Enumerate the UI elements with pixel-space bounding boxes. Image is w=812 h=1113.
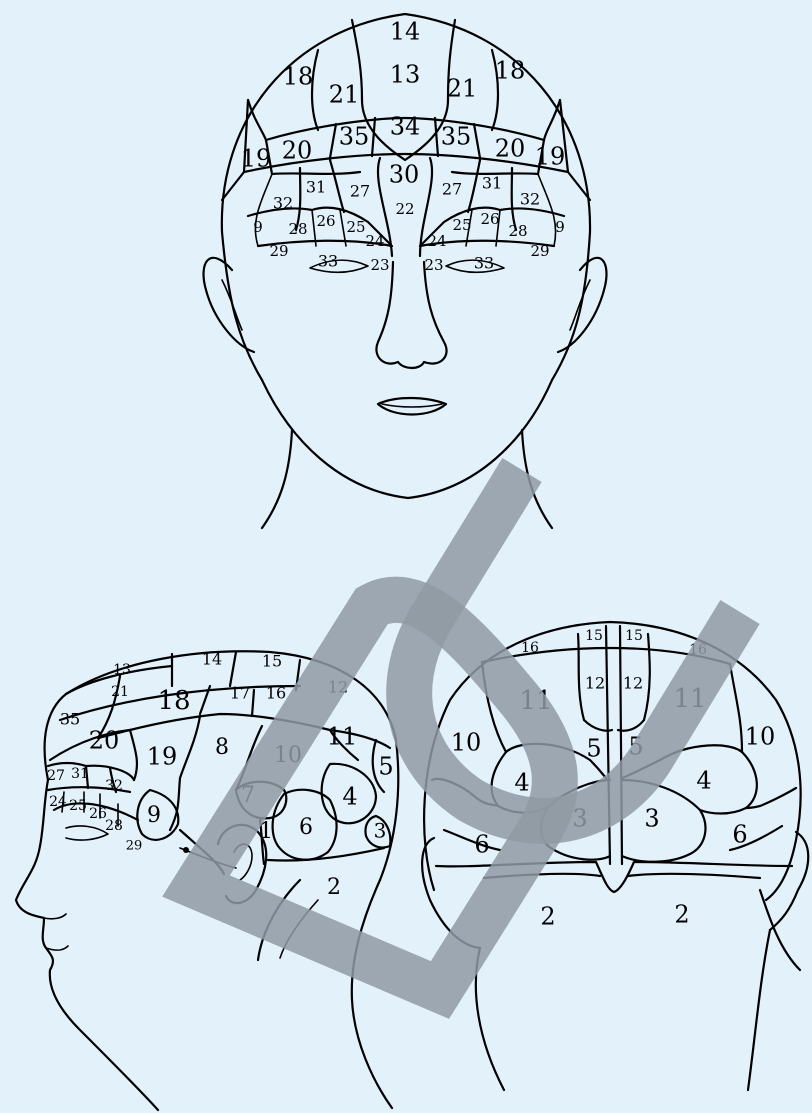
back-label-10: 10 <box>745 723 776 751</box>
front-label-4: 18 <box>495 57 526 85</box>
front-label-35: 33 <box>474 254 494 273</box>
front-label-28: 28 <box>508 222 527 240</box>
side-label-6: 17 <box>230 684 250 703</box>
watermark-text: DU <box>0 0 2 1</box>
front-label-21: 22 <box>395 200 414 218</box>
side-label-25: 9 <box>147 803 161 828</box>
side-label-30: 2 <box>327 875 341 900</box>
side-label-24: 28 <box>105 818 123 834</box>
front-label-5: 21 <box>329 81 360 109</box>
back-label-16: 3 <box>644 805 659 833</box>
side-face-profile <box>16 780 158 1110</box>
back-label-6: 12 <box>623 674 643 693</box>
front-label-23: 28 <box>288 220 307 238</box>
front-label-29: 9 <box>555 218 565 236</box>
front-left-ear <box>204 258 254 352</box>
front-label-33: 29 <box>530 242 549 260</box>
front-face-outline <box>222 232 590 498</box>
front-label-10: 19 <box>241 145 272 173</box>
front-label-30: 24 <box>365 232 384 250</box>
side-label-9: 35 <box>60 710 80 729</box>
side-label-29: 29 <box>126 839 143 854</box>
side-label-18: 32 <box>105 778 123 794</box>
front-label-7: 34 <box>390 113 421 141</box>
side-label-12: 8 <box>215 735 229 760</box>
front-label-32: 29 <box>269 242 288 260</box>
side-label-14: 11 <box>327 723 358 751</box>
front-label-18: 31 <box>482 174 502 193</box>
side-label-16: 27 <box>47 768 65 784</box>
front-label-22: 9 <box>253 218 263 236</box>
front-label-9: 35 <box>441 123 472 151</box>
side-label-21: 24 <box>49 794 67 810</box>
back-label-5: 12 <box>585 674 605 693</box>
back-label-11: 5 <box>586 735 601 763</box>
front-label-19: 32 <box>273 194 293 213</box>
front-label-1: 14 <box>390 18 421 46</box>
back-label-14: 4 <box>696 767 711 795</box>
front-label-12: 20 <box>495 135 526 163</box>
back-label-13: 4 <box>514 769 529 797</box>
side-label-27: 6 <box>299 815 313 840</box>
front-label-34: 33 <box>318 252 338 271</box>
side-label-17: 31 <box>71 766 89 782</box>
back-label-9: 10 <box>451 729 482 757</box>
back-label-2: 15 <box>585 628 603 644</box>
side-label-11: 19 <box>147 743 178 771</box>
back-label-17: 6 <box>474 831 489 859</box>
front-label-16: 27 <box>350 182 370 201</box>
front-label-8: 35 <box>339 123 370 151</box>
front-label-37: 23 <box>424 256 443 274</box>
front-label-36: 23 <box>370 256 389 274</box>
side-label-1: 13 <box>113 662 131 678</box>
front-label-17: 27 <box>442 180 462 199</box>
back-label-19: 2 <box>540 903 555 931</box>
side-label-22: 25 <box>69 798 87 814</box>
front-label-14: 30 <box>389 161 420 189</box>
front-label-6: 21 <box>447 75 478 103</box>
front-nose <box>376 262 446 368</box>
back-label-3: 15 <box>625 628 643 644</box>
front-view-labels: 14 18 13 18 21 21 34 35 35 19 20 20 19 3… <box>241 18 566 275</box>
front-label-27: 26 <box>480 210 499 228</box>
side-label-2: 14 <box>202 650 222 669</box>
back-label-20: 2 <box>674 901 689 929</box>
side-label-3: 15 <box>262 652 282 671</box>
front-label-20: 32 <box>520 190 540 209</box>
front-label-26: 25 <box>452 216 471 234</box>
front-label-3: 13 <box>390 61 421 89</box>
back-label-18: 6 <box>732 821 747 849</box>
front-label-25: 25 <box>346 218 365 236</box>
front-label-13: 19 <box>535 143 566 171</box>
front-view-head <box>204 14 607 528</box>
side-label-7: 16 <box>266 684 286 703</box>
side-label-5: 18 <box>157 686 190 716</box>
side-marker-dot <box>183 847 189 853</box>
front-label-31: 24 <box>427 232 446 250</box>
side-label-15: 5 <box>378 753 393 781</box>
side-label-10: 20 <box>89 727 120 755</box>
front-label-2: 18 <box>283 63 314 91</box>
side-label-28: 3 <box>374 819 387 843</box>
front-label-24: 26 <box>316 212 335 230</box>
front-label-11: 20 <box>282 137 313 165</box>
side-label-20: 4 <box>342 783 357 811</box>
side-label-4: 21 <box>111 684 129 700</box>
front-label-15: 31 <box>306 178 326 197</box>
back-label-1: 16 <box>521 640 539 656</box>
